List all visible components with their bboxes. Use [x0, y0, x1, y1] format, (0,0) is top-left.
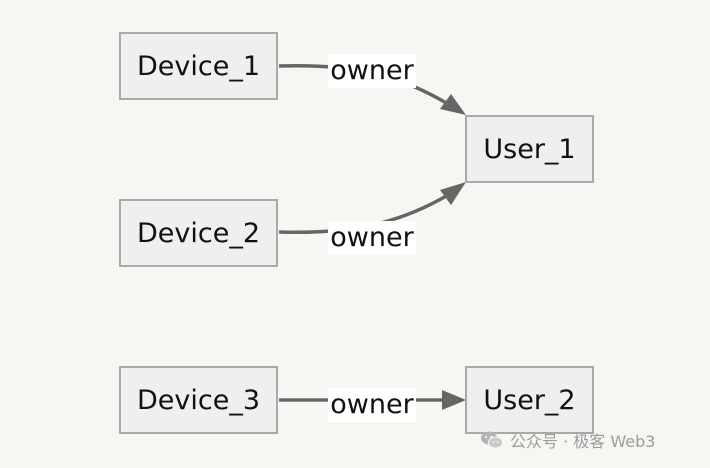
watermark-text: 公众号 · 极客 Web3	[510, 432, 656, 451]
node-label: Device_1	[136, 50, 261, 82]
node-device-3: Device_3	[119, 366, 278, 434]
watermark: 公众号 · 极客 Web3	[480, 428, 655, 452]
edge-arrowhead	[442, 390, 466, 410]
node-label: Device_2	[136, 217, 261, 249]
edge-label-device-3: owner	[328, 388, 416, 422]
node-user-2: User_2	[465, 366, 594, 434]
edge-arrowhead	[440, 94, 466, 115]
node-device-2: Device_2	[119, 199, 278, 267]
edge-label-device-1: owner	[328, 54, 416, 88]
node-label: User_2	[483, 384, 576, 416]
edge-label-device-2: owner	[328, 221, 416, 255]
edge-arrowhead	[440, 182, 466, 205]
wechat-icon	[481, 431, 503, 449]
node-label: User_1	[483, 133, 576, 165]
node-device-1: Device_1	[119, 32, 278, 100]
node-label: Device_3	[136, 384, 261, 416]
node-user-1: User_1	[465, 115, 594, 183]
